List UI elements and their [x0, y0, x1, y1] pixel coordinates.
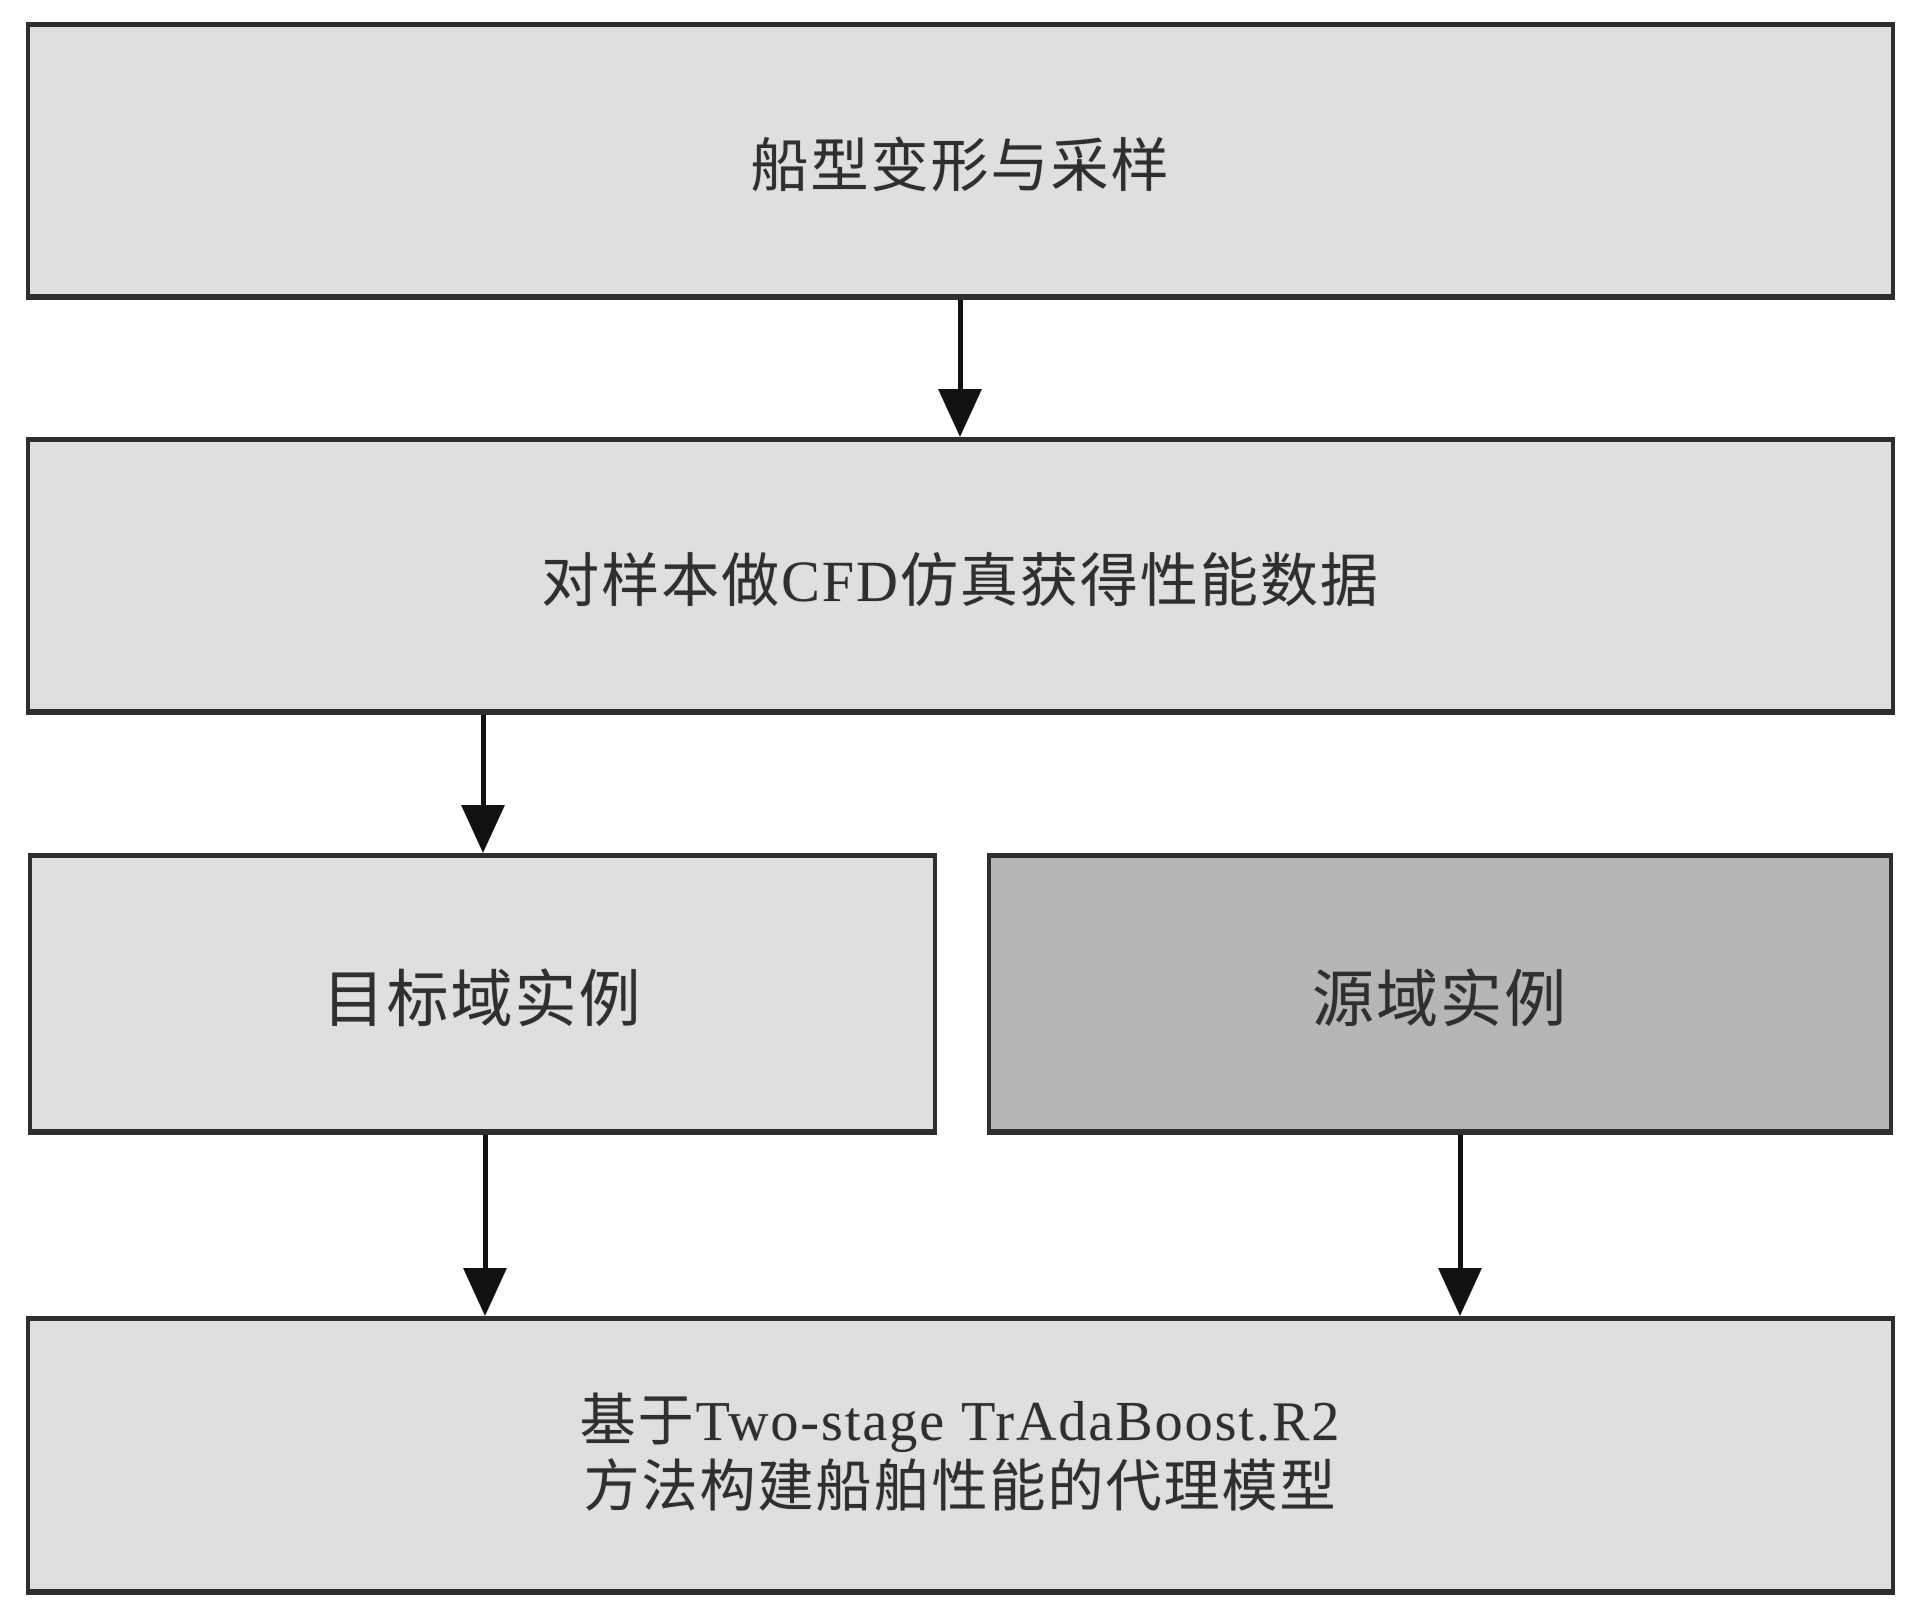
arrow-shaft [957, 300, 963, 389]
hull-deformation-sampling-label: 船型变形与采样 [750, 133, 1171, 199]
surrogate-model-label: 基于Two-stage TrAdaBoost.R2 方法构建船舶性能的代理模型 [580, 1389, 1342, 1521]
arrow-head-icon [1438, 1268, 1482, 1316]
target-domain-label: 目标域实例 [322, 966, 643, 1035]
flowchart-box-hull-deformation-sampling: 船型变形与采样 [26, 22, 1895, 300]
surrogate-model-label-line1: 基于Two-stage TrAdaBoost.R2 [579, 1390, 1342, 1453]
source-domain-label: 源域实例 [1311, 966, 1568, 1035]
arrow-target-domain-to-model [463, 1135, 507, 1316]
flowchart-box-cfd-simulation: 对样本做CFD仿真获得性能数据 [26, 437, 1895, 715]
arrow-shaft [1457, 1135, 1463, 1268]
cfd-simulation-label: 对样本做CFD仿真获得性能数据 [541, 548, 1380, 614]
arrow-head-icon [461, 805, 505, 853]
arrow-head-icon [938, 389, 982, 437]
arrow-shaft [482, 1135, 488, 1268]
flowchart-box-source-domain-instances: 源域实例 [987, 853, 1893, 1135]
arrow-source-domain-to-model [1438, 1135, 1482, 1316]
arrow-head-icon [463, 1268, 507, 1316]
flowchart-box-target-domain-instances: 目标域实例 [28, 853, 937, 1135]
arrow-step1-to-step2 [938, 300, 982, 437]
arrow-shaft [480, 715, 486, 805]
flowchart-box-tradaboost-surrogate-model: 基于Two-stage TrAdaBoost.R2 方法构建船舶性能的代理模型 [26, 1316, 1895, 1595]
arrow-step2-to-target-domain [461, 715, 505, 853]
surrogate-model-label-line2: 方法构建船舶性能的代理模型 [583, 1457, 1338, 1519]
